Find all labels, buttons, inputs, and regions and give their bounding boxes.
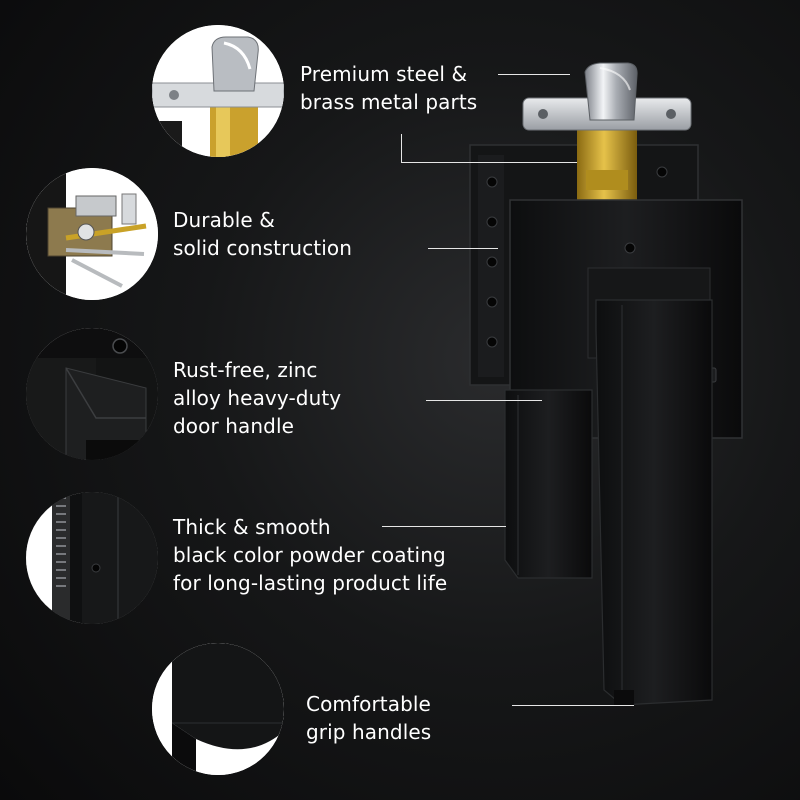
feature-durable-line-1: Durable & (173, 208, 275, 232)
grip-detail-thumbnail (152, 643, 284, 775)
feature-rust-line-2: alloy heavy-duty (173, 386, 342, 410)
feature-steel-line-2: brass metal parts (300, 90, 478, 114)
leader-line-steel (498, 74, 570, 75)
feature-coating: Thick & smooth black color powder coatin… (173, 513, 447, 597)
leader-line-brass (401, 162, 577, 163)
feature-coating-line-2: black color powder coating (173, 543, 446, 567)
feature-grip-line-1: Comfortable (306, 692, 431, 716)
feature-grip-line-2: grip handles (306, 720, 432, 744)
feature-steel-line-1: Premium steel & (300, 62, 468, 86)
coating-edge-icon (26, 492, 158, 624)
handle-end-icon (152, 643, 284, 775)
latch-bolt-icon (152, 25, 284, 157)
corner-detail-thumbnail (26, 328, 158, 460)
rosette-corner-icon (26, 328, 158, 460)
leader-line-durable (428, 248, 498, 249)
feature-coating-line-1: Thick & smooth (173, 515, 331, 539)
feature-durable: Durable & solid construction (173, 206, 352, 262)
feature-steel-brass: Premium steel & brass metal parts (300, 60, 477, 116)
latch-detail-thumbnail (152, 25, 284, 157)
leader-line-grip (512, 705, 634, 706)
feature-rust-free: Rust-free, zinc alloy heavy-duty door ha… (173, 356, 341, 440)
feature-coating-line-3: for long-lasting product life (173, 571, 448, 595)
leader-line-rust (426, 400, 542, 401)
coating-detail-thumbnail (26, 492, 158, 624)
feature-rust-line-1: Rust-free, zinc (173, 358, 318, 382)
mechanism-icon (26, 168, 158, 300)
leader-line-brass-vertical (401, 134, 402, 162)
mechanism-detail-thumbnail (26, 168, 158, 300)
leader-line-coating (382, 526, 506, 527)
feature-durable-line-2: solid construction (173, 236, 352, 260)
feature-rust-line-3: door handle (173, 414, 295, 438)
feature-grip: Comfortable grip handles (306, 690, 431, 746)
